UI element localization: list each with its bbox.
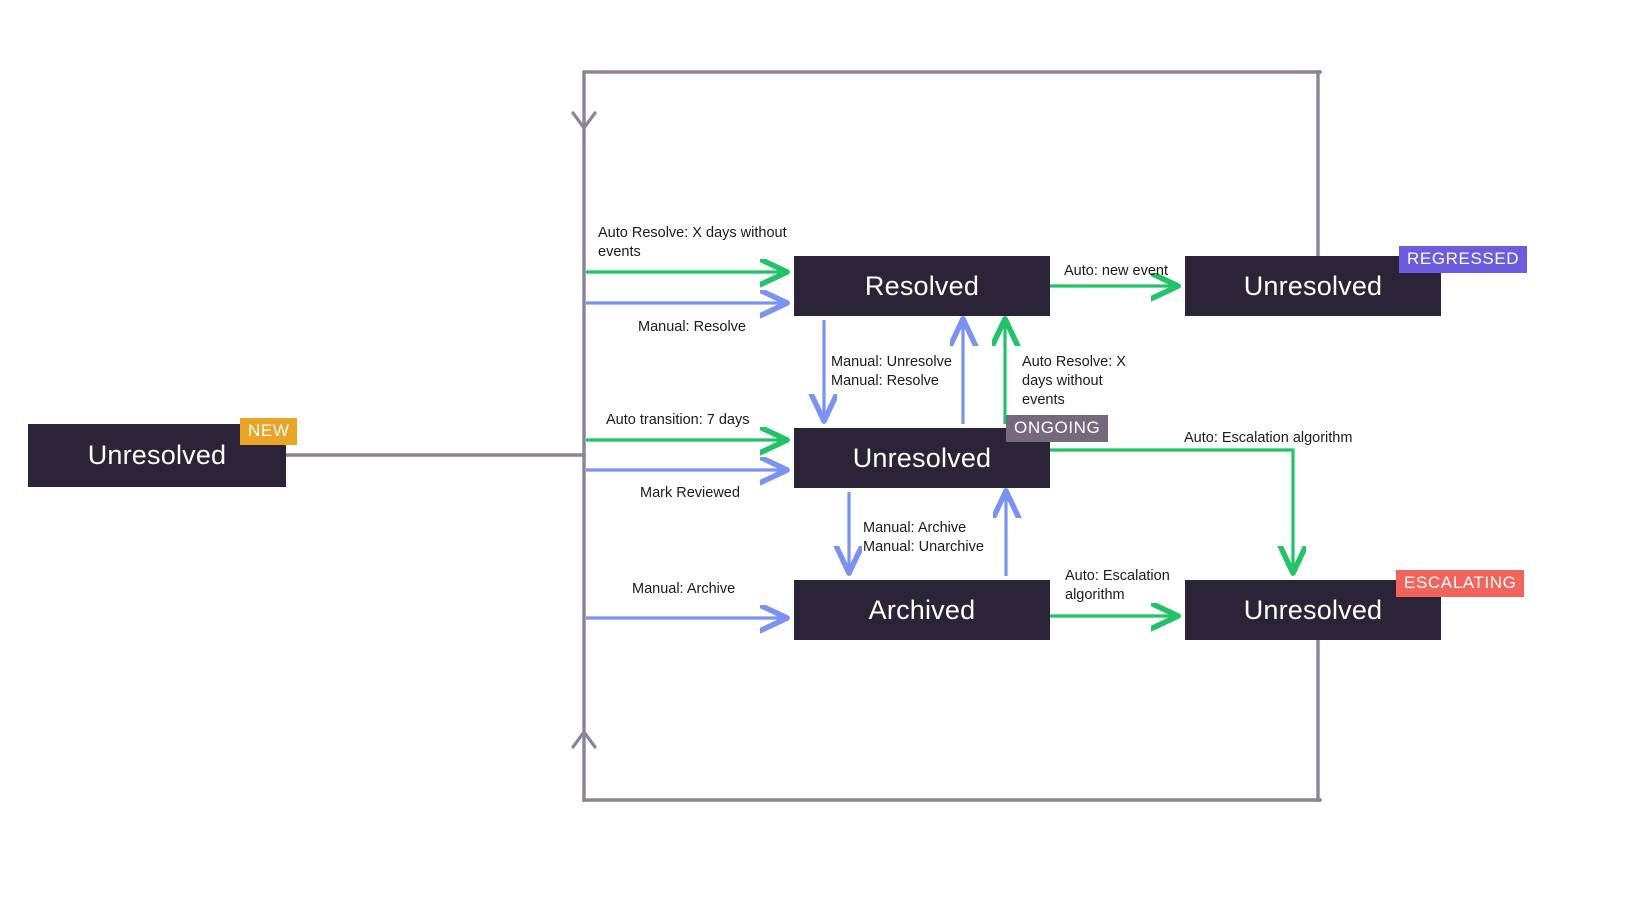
status-badge-escalating: ESCALATING (1396, 570, 1525, 597)
edge-label-auto-escalation-bottom: Auto: Escalation algorithm (1065, 568, 1170, 604)
node-label: Unresolved (1243, 270, 1383, 301)
edge-label-auto-resolve-x-days: Auto Resolve: X days without events (598, 225, 787, 261)
node-label: Resolved (864, 270, 980, 301)
node-archived[interactable]: Archived (794, 580, 1050, 640)
status-badge-label: ONGOING (1014, 418, 1101, 437)
node-label: Unresolved (852, 442, 992, 473)
edge-label-auto-new-event: Auto: new event (1064, 263, 1168, 279)
edge-label-mark-reviewed: Mark Reviewed (640, 485, 740, 501)
status-badge-label: NEW (248, 421, 290, 440)
node-resolved[interactable]: Resolved (794, 256, 1050, 316)
node-label: Archived (868, 594, 976, 625)
node-unresolved-regressed[interactable]: Unresolved (1185, 256, 1441, 316)
edge-return-loop (284, 70, 1322, 802)
edge-label-manual-archive: Manual: Archive (632, 581, 736, 597)
edge-label-auto-resolve-x-days-up: Auto Resolve: X days without events (1022, 354, 1126, 409)
edge-label-manual-archive-unarchive: Manual: Archive Manual: Unarchive (863, 520, 984, 556)
edge-return-loop-arrowheads (571, 111, 597, 749)
status-badge-new: NEW (240, 418, 298, 445)
status-badge-ongoing: ONGOING (1006, 415, 1109, 442)
status-badge-regressed: REGRESSED (1399, 246, 1528, 273)
status-badge-label: REGRESSED (1407, 249, 1520, 268)
status-badge-label: ESCALATING (1404, 573, 1517, 592)
edge-label-manual-resolve: Manual: Resolve (638, 319, 746, 335)
edge-label-auto-escalation-top: Auto: Escalation algorithm (1184, 430, 1353, 446)
node-label: Unresolved (1243, 594, 1383, 625)
edge-auto-escalation-ongoing (1050, 448, 1293, 570)
edge-label-manual-unresolve-resolve: Manual: Unresolve Manual: Resolve (831, 354, 952, 390)
node-label: Unresolved (87, 440, 227, 470)
edge-label-auto-transition-7-days: Auto transition: 7 days (606, 412, 750, 428)
